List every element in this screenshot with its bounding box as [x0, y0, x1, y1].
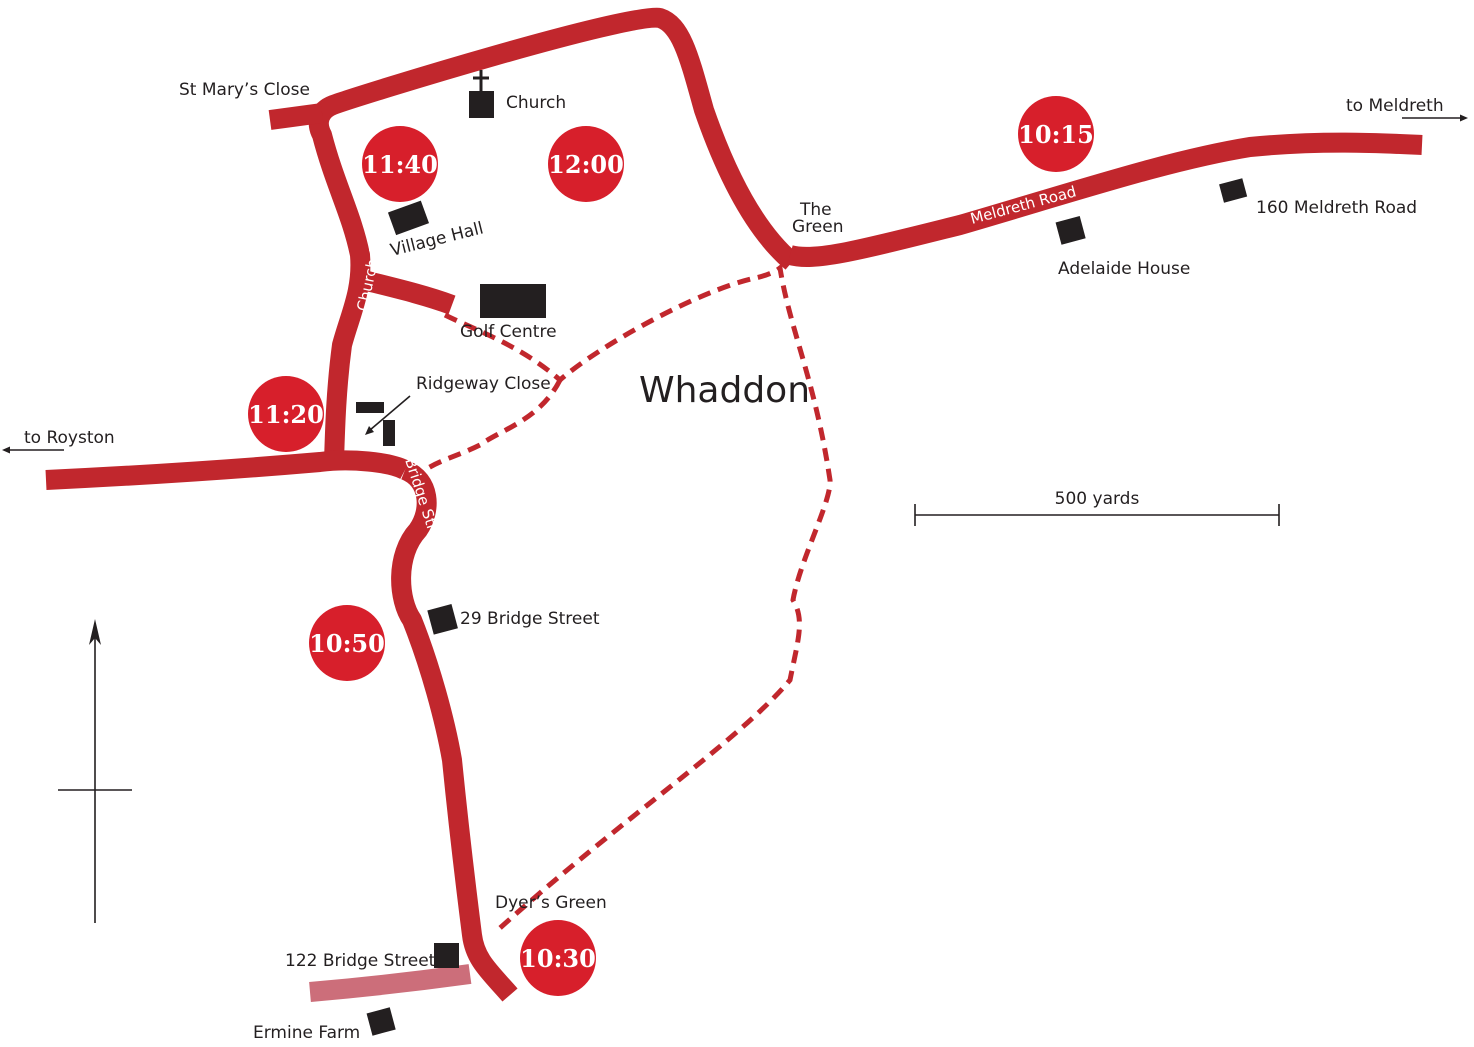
- footpath-spur: [423, 378, 563, 473]
- time-label: 12:00: [548, 150, 624, 179]
- time-marker-1140: 11:40: [362, 126, 438, 202]
- time-marker-1200: 12:00: [548, 126, 624, 202]
- bridge-122-building: [434, 943, 459, 968]
- time-label: 10:50: [309, 629, 385, 658]
- dyers-green-label: Dyer’s Green: [495, 893, 607, 913]
- ridgeway-close-building-1: [356, 402, 384, 413]
- ridgeway-close-building-2: [383, 420, 395, 446]
- to-royston-label: to Royston: [24, 428, 115, 448]
- north-arrow-icon: [58, 619, 132, 923]
- bridge-29-building: [427, 604, 458, 635]
- ridgeway-close-label: Ridgeway Close: [416, 374, 551, 394]
- golf-centre-building: [480, 284, 546, 318]
- bridge-street-road: [391, 460, 518, 1002]
- meldreth-160-label: 160 Meldreth Road: [1256, 198, 1417, 218]
- st-marys-close-road: [268, 103, 324, 130]
- time-label: 10:15: [1018, 120, 1094, 149]
- the-green-label-line1: The: [799, 200, 832, 220]
- time-marker-1120: 11:20: [248, 376, 324, 452]
- village-hall-building: [387, 200, 430, 236]
- scale-bar: [914, 504, 1280, 526]
- adelaide-house-label: Adelaide House: [1058, 259, 1190, 279]
- scale-bar-label: 500 yards: [1055, 489, 1140, 509]
- the-green-label-line2: Green: [792, 217, 843, 237]
- ermine-farm-building: [366, 1007, 396, 1036]
- st-marys-close-label: St Mary’s Close: [179, 80, 310, 100]
- meldreth-road: [787, 132, 1423, 267]
- footpath: [443, 263, 833, 930]
- village-name: Whaddon: [639, 370, 810, 411]
- time-label: 11:20: [248, 400, 324, 429]
- loop-road: [308, 7, 799, 463]
- minor-road-ermine-farm: [309, 964, 472, 1002]
- meldreth-160-building: [1219, 178, 1248, 203]
- golf-centre-lane: [360, 270, 456, 315]
- bridge-122-label: 122 Bridge Street: [285, 951, 436, 971]
- bridge-29-label: 29 Bridge Street: [460, 609, 600, 629]
- to-meldreth-label: to Meldreth: [1346, 96, 1444, 116]
- time-marker-1030: 10:30: [520, 920, 596, 996]
- church-building: [469, 91, 494, 118]
- church-label: Church: [506, 93, 566, 113]
- east-arrow-icon: [1402, 114, 1468, 122]
- adelaide-house-building: [1055, 216, 1086, 245]
- golf-centre-label: Golf Centre: [460, 322, 557, 342]
- ridgeway-pointer-arrow-icon: [365, 395, 411, 435]
- time-marker-1015: 10:15: [1018, 96, 1094, 172]
- time-marker-1050: 10:50: [309, 605, 385, 681]
- royston-road: [45, 450, 410, 490]
- west-arrow-icon: [2, 446, 64, 454]
- time-label: 11:40: [362, 150, 438, 179]
- time-label: 10:30: [520, 944, 596, 973]
- ermine-farm-label: Ermine Farm: [253, 1023, 360, 1043]
